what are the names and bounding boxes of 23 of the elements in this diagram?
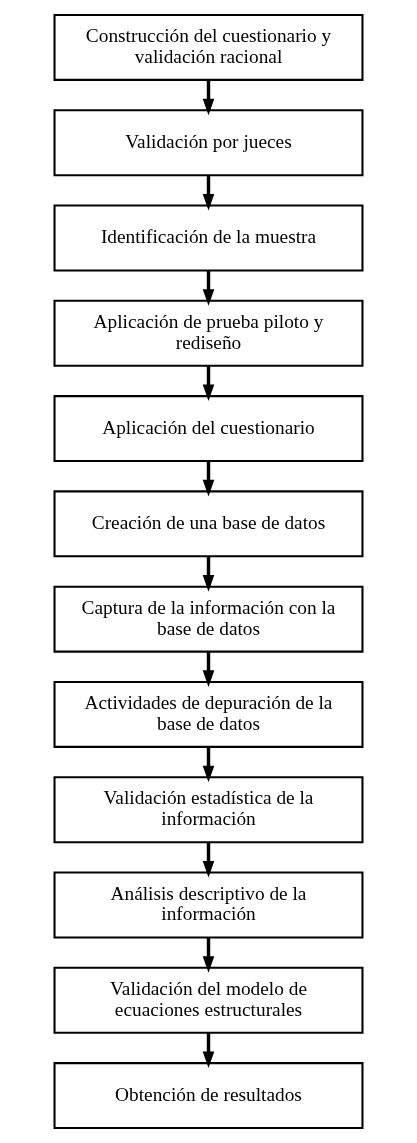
arrow: [202, 175, 215, 211]
arrow: [202, 1033, 215, 1069]
node-box: Análisis descriptivo de la información: [53, 871, 364, 939]
arrow: [202, 270, 215, 306]
node-box: Validación estadística de la información: [53, 776, 364, 844]
arrow: [202, 937, 215, 973]
node-box: Validación por jueces: [53, 109, 364, 177]
arrow: [202, 461, 215, 497]
arrow: [202, 842, 215, 878]
node-box: Identificación de la muestra: [53, 204, 364, 272]
node-box: Obtención de resultados: [53, 1062, 364, 1130]
node-box: Aplicación de prueba piloto y rediseño: [53, 299, 364, 367]
node-box: Validación del modelo de ecuaciones estructurales: [53, 966, 364, 1034]
node-box: Captura de la información con la base de datos: [53, 585, 364, 653]
arrow: [202, 747, 215, 783]
node-box: Aplicación del cuestionario: [53, 395, 364, 463]
node-box: Construcción del cuestionario y validación racional: [53, 13, 364, 81]
arrow: [202, 556, 215, 592]
arrow: [202, 651, 215, 687]
node-box: Creación de una base de datos: [53, 490, 364, 558]
arrow: [202, 366, 215, 402]
node-box: Actividades de depuración de la base de datos: [53, 680, 364, 748]
arrow: [202, 80, 215, 116]
